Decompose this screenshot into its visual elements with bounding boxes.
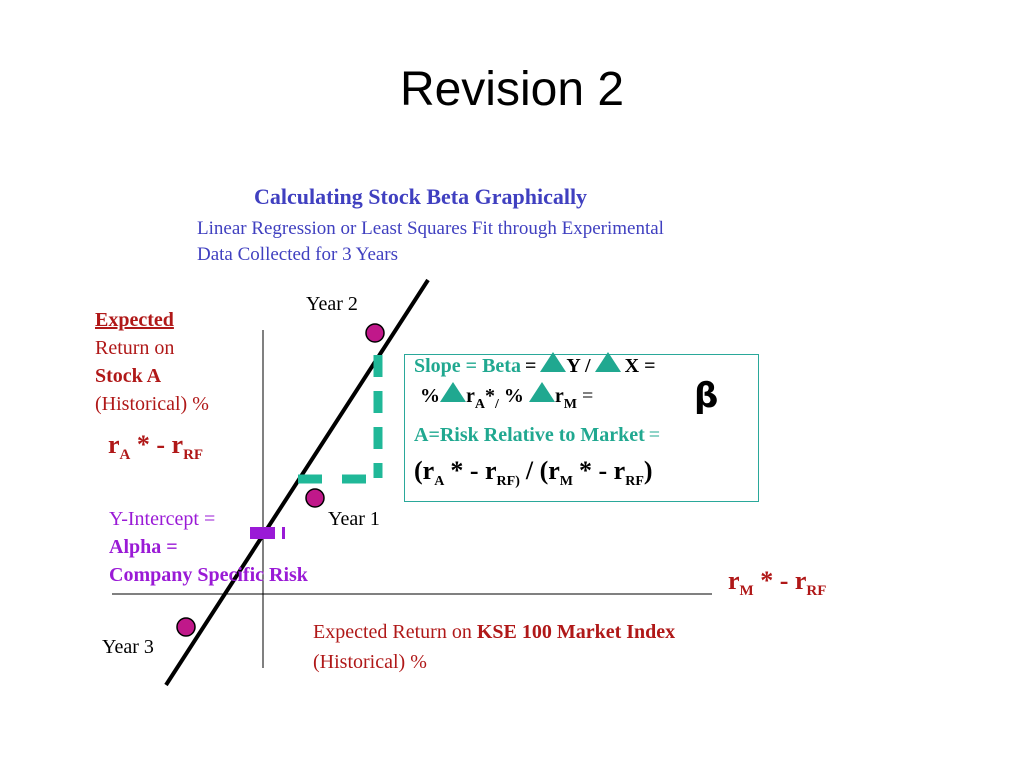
- box-risk-line: A=Risk Relative to Market =: [414, 424, 661, 446]
- x-axis-label-line1: Expected Return on KSE 100 Market Index: [313, 621, 676, 643]
- point-year3: [176, 617, 196, 637]
- diagram-subtitle-line2: Data Collected for 3 Years: [197, 244, 399, 265]
- diagram-title: Calculating Stock Beta Graphically: [254, 184, 588, 209]
- point-label-year2: Year 2: [306, 293, 358, 315]
- diagram-subtitle-line1: Linear Regression or Least Squares Fit t…: [197, 218, 664, 239]
- point-label-year1: Year 1: [328, 508, 380, 530]
- regression-line: [164, 278, 430, 687]
- delta-triangle-icon: [528, 382, 555, 402]
- slide-title: Revision 2: [399, 63, 625, 116]
- x-axis-formula: rM * - rRF: [728, 566, 827, 599]
- x-axis-label-line2: (Historical) %: [313, 651, 427, 673]
- delta-triangle-icon: [594, 352, 621, 372]
- box-formula-line: (rA * - rRF) / (rM * - rRF): [414, 456, 653, 489]
- beta-symbol: β: [694, 376, 719, 416]
- y-axis-label-line3: Stock A: [95, 365, 162, 387]
- delta-triangle-icon: [440, 382, 466, 402]
- point-year2: [365, 323, 385, 343]
- point-year1: [305, 488, 325, 508]
- box-percent-line: %rA*/ % rM =: [420, 382, 593, 413]
- intercept-label-line1: Y-Intercept =: [109, 508, 216, 530]
- y-axis-label-line4: (Historical) %: [95, 393, 209, 415]
- y-axis-label-line1: Expected: [95, 309, 174, 331]
- intercept-label-line2: Alpha =: [109, 536, 178, 558]
- y-axis-formula: rA * - rRF: [108, 430, 204, 463]
- box-slope-line: Slope = Beta = Y / X =: [414, 352, 655, 378]
- point-label-year3: Year 3: [102, 636, 154, 658]
- intercept-label-line3: Company Specific Risk: [109, 564, 308, 586]
- delta-triangle-icon: [540, 352, 567, 372]
- beta-formula-box: [404, 354, 759, 502]
- y-axis-label-line2: Return on: [95, 337, 175, 359]
